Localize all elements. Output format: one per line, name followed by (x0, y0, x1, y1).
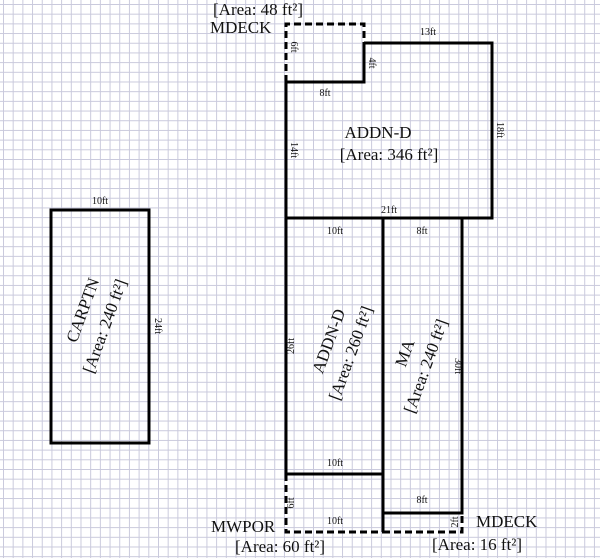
room-mdeck-top[interactable]: MDECK [Area: 48 ft²] 6ft 4ft 8ft (210, 0, 377, 99)
room-ma[interactable]: 8ft 30ft 8ft MA [Area: 240 ft²] (381, 216, 464, 515)
room-carptn[interactable]: 10ft 24ft CARPTN [Area: 240 ft²] (49, 196, 163, 445)
mwpor-area: [Area: 60 ft²] (235, 537, 325, 556)
addn-d-lower-top-dim: 10ft (327, 226, 343, 237)
mdeck-top-name: MDECK (210, 18, 272, 37)
ma-top-dim: 8ft (416, 226, 427, 237)
ma-bottom-dim: 8ft (416, 495, 427, 506)
mdeck-top-solid-walls (286, 43, 366, 84)
carptn-right-dim: 24ft (152, 318, 163, 334)
mwpor-left-dim: 6ft (286, 497, 297, 508)
addn-d-top-area: [Area: 346 ft²] (340, 145, 439, 164)
room-addn-d-lower[interactable]: 10ft 26ft 10ft ADDN-D [Area: 260 ft²] (284, 218, 385, 476)
addn-d-top-walls (284, 41, 494, 220)
mdeck-bottom-name: MDECK (476, 512, 538, 531)
room-mwpor[interactable]: 6ft 10ft MWPOR [Area: 60 ft²] (211, 474, 385, 556)
mdeck-top-area: [Area: 48 ft²] (213, 0, 303, 19)
addn-d-top-top-dim: 13ft (420, 27, 436, 38)
ma-name: MA (391, 336, 418, 369)
mdeck-bottom-area: [Area: 16 ft²] (432, 535, 522, 554)
mwpor-dashed-walls (284, 474, 383, 534)
addn-d-top-name: ADDN-D (344, 123, 411, 142)
addn-d-top-left-dim: 14ft (288, 142, 299, 158)
mdeck-bottom-dashed-walls (383, 513, 464, 534)
mwpor-bottom-dim: 10ft (327, 516, 343, 527)
mdeck-top-left-dim: 6ft (288, 41, 299, 52)
mdeck-top-right-dim: 4ft (366, 57, 377, 68)
mdeck-bottom-right-dim: 2ft (450, 516, 461, 527)
room-addn-d-top[interactable]: ADDN-D [Area: 346 ft²] 13ft 18ft 14ft 21… (284, 27, 505, 220)
carptn-top-dim: 10ft (92, 196, 108, 207)
mdeck-top-dashed-walls (284, 22, 366, 82)
ma-right-dim: 30ft (452, 358, 463, 374)
mwpor-name: MWPOR (211, 517, 276, 536)
room-mdeck-bottom[interactable]: 2ft MDECK [Area: 16 ft²] (383, 512, 538, 554)
addn-d-lower-left-dim: 26ft (286, 338, 297, 354)
addn-d-lower-walls (284, 218, 385, 476)
addn-d-top-bottom-dim: 21ft (381, 205, 397, 216)
mdeck-top-bottom-dim: 8ft (319, 88, 330, 99)
addn-d-lower-bottom-dim: 10ft (327, 458, 343, 469)
carptn-walls (49, 208, 151, 445)
addn-d-top-right-dim: 18ft (494, 122, 505, 138)
